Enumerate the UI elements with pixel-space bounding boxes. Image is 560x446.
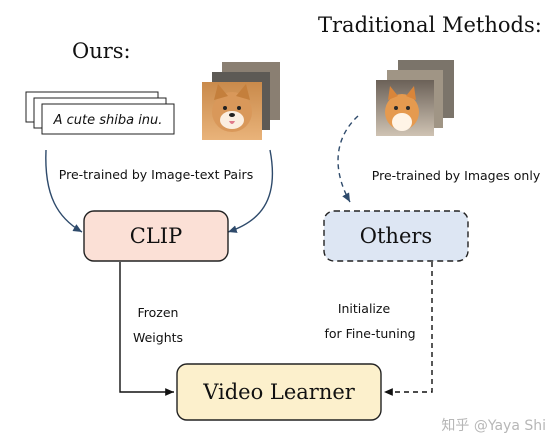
label-pretrained-image-text: Pre-trained by Image-text Pairs: [59, 167, 253, 182]
shiba-image-stack: [202, 62, 280, 140]
clip-label: CLIP: [130, 224, 182, 248]
arrow-others-to-video-learner: [384, 262, 433, 396]
arrow-clip-to-video-learner: [119, 262, 174, 396]
video-learner-label: Video Learner: [202, 380, 356, 404]
label-frozen: Frozen: [138, 305, 179, 320]
label-for-fine-tuning: for Fine-tuning: [324, 326, 415, 341]
label-weights: Weights: [133, 330, 183, 345]
watermark: 知乎 @Yaya Shi: [441, 417, 546, 434]
label-pretrained-images-only: Pre-trained by Images only: [372, 168, 541, 183]
shiba-dog-image: [212, 84, 252, 132]
clip-box: [83, 210, 229, 262]
arrow-images-to-others: [337, 115, 359, 203]
cat-image: [385, 86, 419, 131]
others-label: Others: [360, 224, 432, 248]
arrow-images-to-clip: [227, 149, 274, 233]
arrow-captions-to-clip: [45, 149, 83, 233]
heading-ours: Ours:: [72, 39, 131, 63]
label-initialize: Initialize: [338, 301, 391, 316]
others-box: [323, 210, 469, 262]
text-caption-stack: A cute shiba inu.: [25, 91, 175, 135]
caption-card-text: A cute shiba inu.: [53, 113, 163, 128]
video-learner-box: [176, 363, 382, 421]
cat-image-stack: [376, 60, 454, 136]
heading-traditional: Traditional Methods:: [318, 13, 542, 37]
